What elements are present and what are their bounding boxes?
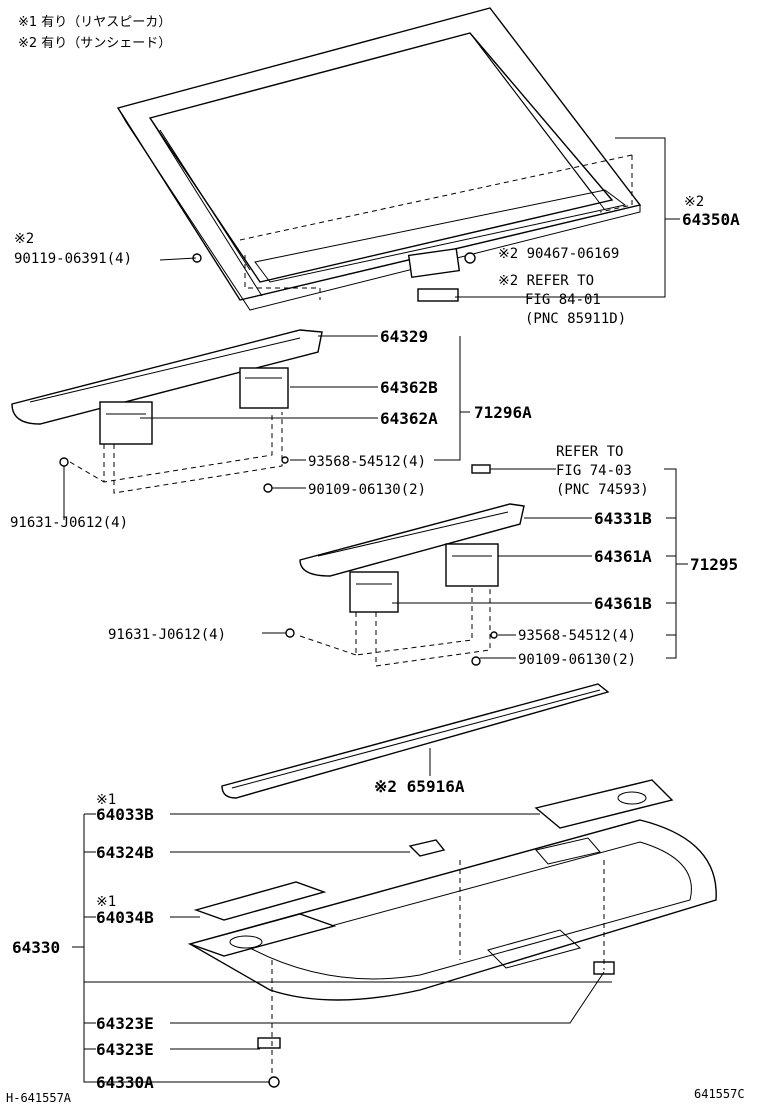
label-64361B: 64361B [594, 594, 652, 613]
footer-illustration-id: H-641557A [6, 1091, 72, 1105]
label-64330: 64330 [12, 938, 60, 957]
label-91631-J0612-a: 91631-J0612(4) [10, 515, 128, 531]
label-64034B: 64034B [96, 908, 154, 927]
label-65916A: ※2 65916A [374, 777, 465, 796]
label-71296A: 71296A [474, 403, 532, 422]
label-91631-J0612-b: 91631-J0612(4) [108, 627, 226, 643]
label-71295: 71295 [690, 555, 738, 574]
strip-65916A [221, 683, 610, 799]
label-refer-84-01-line1: ※2 REFER TO [498, 273, 594, 289]
label-93568-54512-b: 93568-54512(4) [518, 628, 636, 644]
label-64350A-note: ※2 [684, 194, 704, 210]
label-64329: 64329 [380, 327, 428, 346]
label-64323E-a: 64323E [96, 1014, 154, 1033]
label-refer-74-03-line2: FIG 74-03 [556, 463, 632, 479]
label-64362B: 64362B [380, 378, 438, 397]
label-64323E-b: 64323E [96, 1040, 154, 1059]
label-64361A: 64361A [594, 547, 652, 566]
label-64350A: 64350A [682, 210, 740, 229]
note-sunshade: ※2 有り（サンシェード） [18, 36, 171, 51]
label-93568-54512-a: 93568-54512(4) [308, 454, 426, 470]
label-64362A: 64362A [380, 409, 438, 428]
package-tray-64330 [187, 779, 717, 1075]
note-rear-speaker: ※1 有り（リヤスピーカ） [18, 15, 171, 30]
label-refer-74-03-line3: (PNC 74593) [556, 482, 649, 498]
rail-64331B [299, 503, 525, 667]
sunshade-assembly [116, 7, 642, 311]
label-64330A: 64330A [96, 1073, 154, 1092]
label-64033B: 64033B [96, 805, 154, 824]
label-90109-06130-a: 90109-06130(2) [308, 482, 426, 498]
label-64331B: 64331B [594, 509, 652, 528]
label-64324B: 64324B [96, 843, 154, 862]
label-64034B-note: ※1 [96, 894, 116, 910]
label-90467-06169: ※2 90467-06169 [498, 246, 619, 262]
rail-64329 [11, 329, 323, 494]
footer-figure-code: 641557C [694, 1087, 745, 1101]
label-90109-06130-b: 90109-06130(2) [518, 652, 636, 668]
label-90119-06391: 90119-06391(4) [14, 251, 132, 267]
label-64033B-note: ※1 [96, 792, 116, 808]
label-90119-note: ※2 [14, 231, 34, 247]
label-refer-84-01-line2: FIG 84-01 [525, 292, 601, 308]
label-refer-84-01-line3: (PNC 85911D) [525, 311, 626, 327]
label-refer-74-03-line1: REFER TO [556, 444, 623, 460]
